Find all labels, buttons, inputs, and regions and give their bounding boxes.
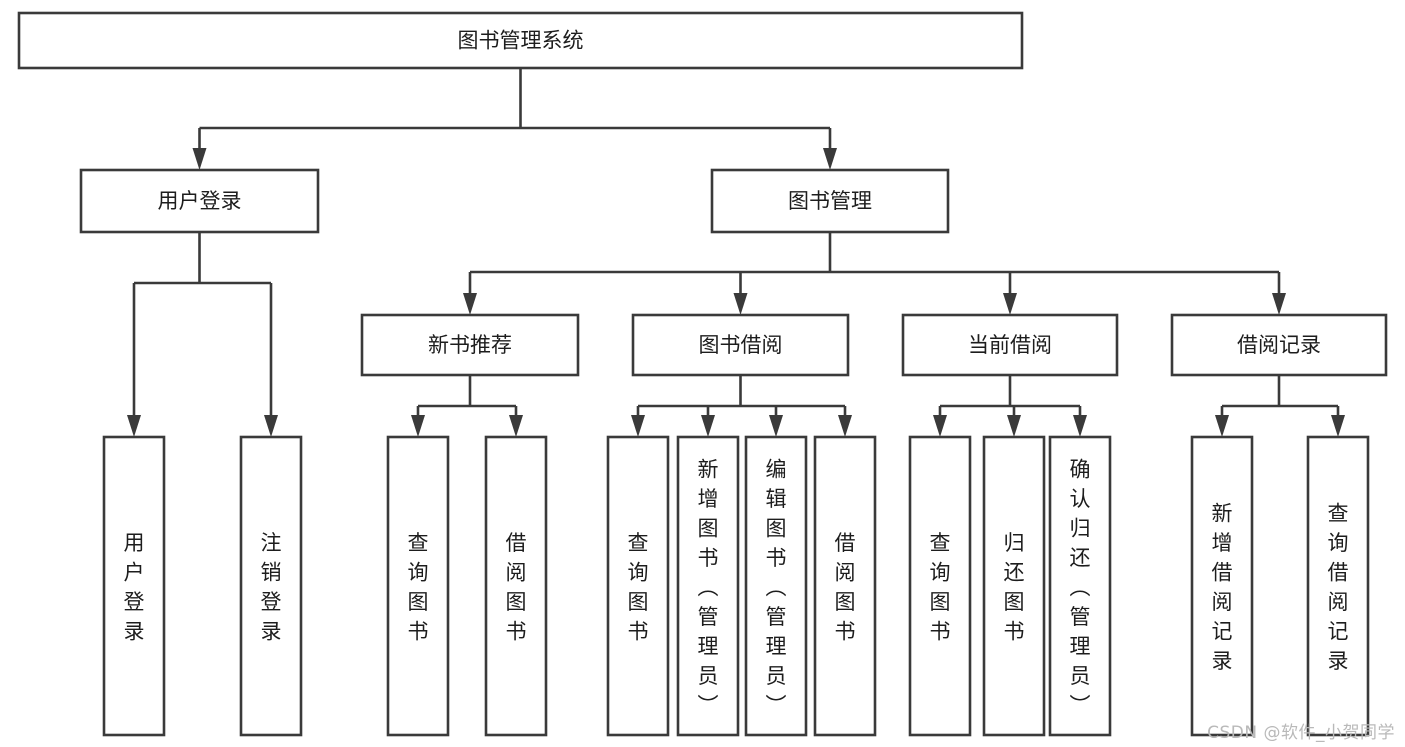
connector-layer (127, 68, 1345, 437)
connector-group (463, 232, 1286, 315)
node-label: 查询图书 (408, 531, 429, 644)
node-label: 新书推荐 (428, 333, 512, 357)
node-label: 图书管理 (788, 189, 872, 213)
node-label: 借阅图书 (506, 531, 527, 644)
node-current-borrow[interactable]: 当前借阅 (901, 313, 1119, 377)
node-leaf-confirm-return-admin[interactable]: 确认归还︵管理员︶ (1048, 435, 1112, 737)
node-leaf-borrow-book-borrow[interactable]: 借阅图书 (813, 435, 877, 737)
node-label: 图书借阅 (699, 333, 783, 357)
node-root[interactable]: 图书管理系统 (17, 11, 1024, 70)
node-leaf-logout[interactable]: 注销登录 (239, 435, 303, 737)
watermark-label: CSDN @软件_小贺同学 (1207, 723, 1395, 743)
connector-group (411, 375, 523, 437)
node-label: 当前借阅 (968, 333, 1052, 357)
node-leaf-edit-book-admin[interactable]: 编辑图书︵管理员︶ (744, 435, 808, 737)
node-book-borrow[interactable]: 图书借阅 (631, 313, 850, 377)
node-leaf-query-book-borrow[interactable]: 查询图书 (606, 435, 670, 737)
node-leaf-add-borrow-record[interactable]: 新增借阅记录 (1190, 435, 1254, 737)
node-leaf-query-book-current[interactable]: 查询图书 (908, 435, 972, 737)
connector-group (127, 232, 278, 437)
node-leaf-add-book-admin[interactable]: 新增图书︵管理员︶ (676, 435, 740, 737)
node-label: 确认归还︵管理员︶ (1070, 457, 1091, 717)
node-leaf-query-book-recommend[interactable]: 查询图书 (386, 435, 450, 737)
node-label: 查询借阅记录 (1328, 502, 1349, 674)
connector-group (1215, 375, 1345, 437)
node-label: 新增借阅记录 (1212, 502, 1233, 674)
node-label: 归还图书 (1004, 531, 1025, 644)
node-layer: 图书管理系统用户登录图书管理新书推荐图书借阅当前借阅借阅记录用户登录注销登录查询… (17, 11, 1388, 737)
node-label: 用户登录 (124, 531, 145, 644)
node-label: 用户登录 (158, 189, 242, 213)
node-leaf-borrow-book-recommend[interactable]: 借阅图书 (484, 435, 548, 737)
connector-group (933, 375, 1087, 437)
node-label: 查询图书 (628, 531, 649, 644)
node-label: 编辑图书︵管理员︶ (766, 457, 787, 717)
connector-group (192, 68, 837, 170)
node-label: 查询图书 (930, 531, 951, 644)
node-label: 新增图书︵管理员︶ (698, 457, 719, 717)
node-book-manage[interactable]: 图书管理 (710, 168, 950, 234)
node-label: 图书管理系统 (458, 29, 584, 53)
node-user-login[interactable]: 用户登录 (79, 168, 320, 234)
node-new-book-recommend[interactable]: 新书推荐 (360, 313, 580, 377)
node-label: 借阅图书 (835, 531, 856, 644)
node-leaf-user-login[interactable]: 用户登录 (102, 435, 166, 737)
node-leaf-query-borrow-record[interactable]: 查询借阅记录 (1306, 435, 1370, 737)
node-borrow-record[interactable]: 借阅记录 (1170, 313, 1388, 377)
node-label: 借阅记录 (1237, 333, 1321, 357)
connector-group (631, 375, 852, 437)
node-label: 注销登录 (261, 531, 282, 644)
node-leaf-return-book[interactable]: 归还图书 (982, 435, 1046, 737)
